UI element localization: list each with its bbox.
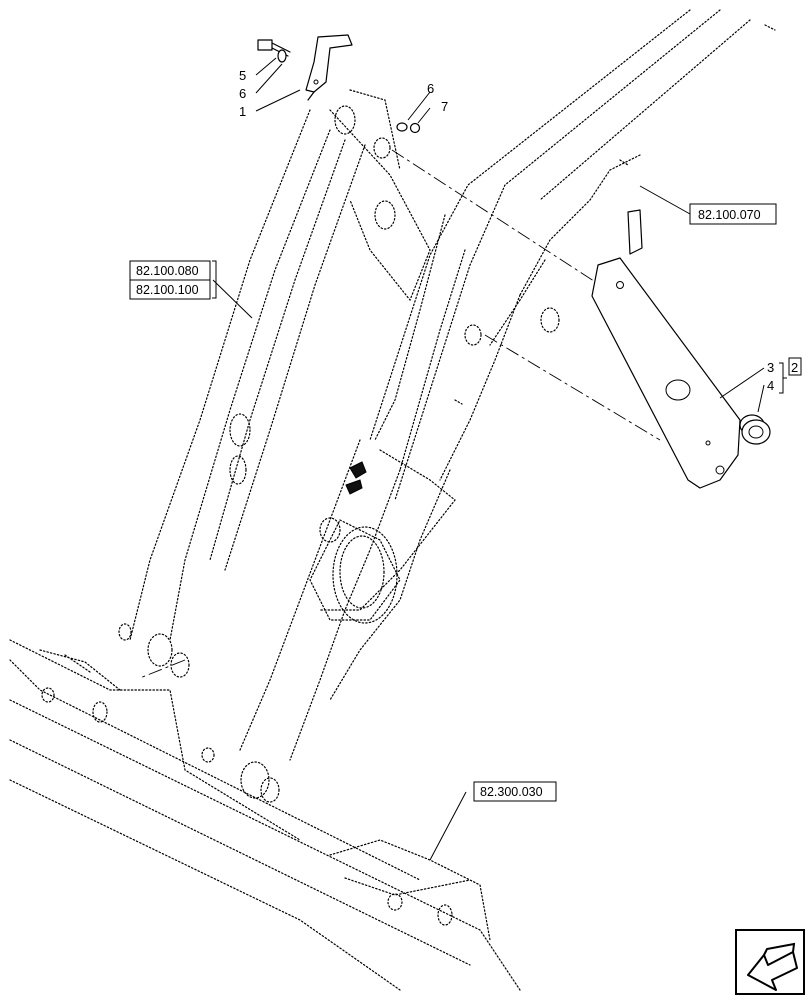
callout-3: 3 [767,360,774,375]
left-link-arm [118,105,391,678]
part-6-washer-right [396,122,408,132]
ref-82-300-030[interactable]: 82.300.030 [473,781,557,802]
svg-text:82.300.030: 82.300.030 [480,785,543,799]
ref-82-100-080[interactable]: 82.100.080 [129,260,211,281]
leader-lines [212,57,787,861]
callout-5: 5 [239,68,246,83]
callout-1: 1 [239,104,246,119]
callout-6-right: 6 [427,81,434,96]
ref-82-100-100[interactable]: 82.100.100 [129,279,211,300]
callout-6-upper: 6 [239,86,246,101]
part-7-nut [409,122,421,134]
part-3-plate [591,209,741,489]
loader-boom [201,9,776,803]
previous-page-arrow-icon[interactable] [735,929,805,995]
part-4-bushing [739,414,771,445]
callout-4: 4 [767,378,774,393]
ref-82-100-070[interactable]: 82.100.070 [689,203,777,225]
callout-7: 7 [441,99,448,114]
assembly-centerlines [139,149,661,679]
callout-2: 2 [791,360,798,375]
part-1-bracket [305,34,353,101]
part-6-washer-upper [277,49,287,63]
svg-text:82.100.070: 82.100.070 [698,208,761,222]
svg-text:82.100.100: 82.100.100 [136,283,199,297]
svg-text:82.100.080: 82.100.080 [136,264,199,278]
bucket-frame [9,639,521,991]
